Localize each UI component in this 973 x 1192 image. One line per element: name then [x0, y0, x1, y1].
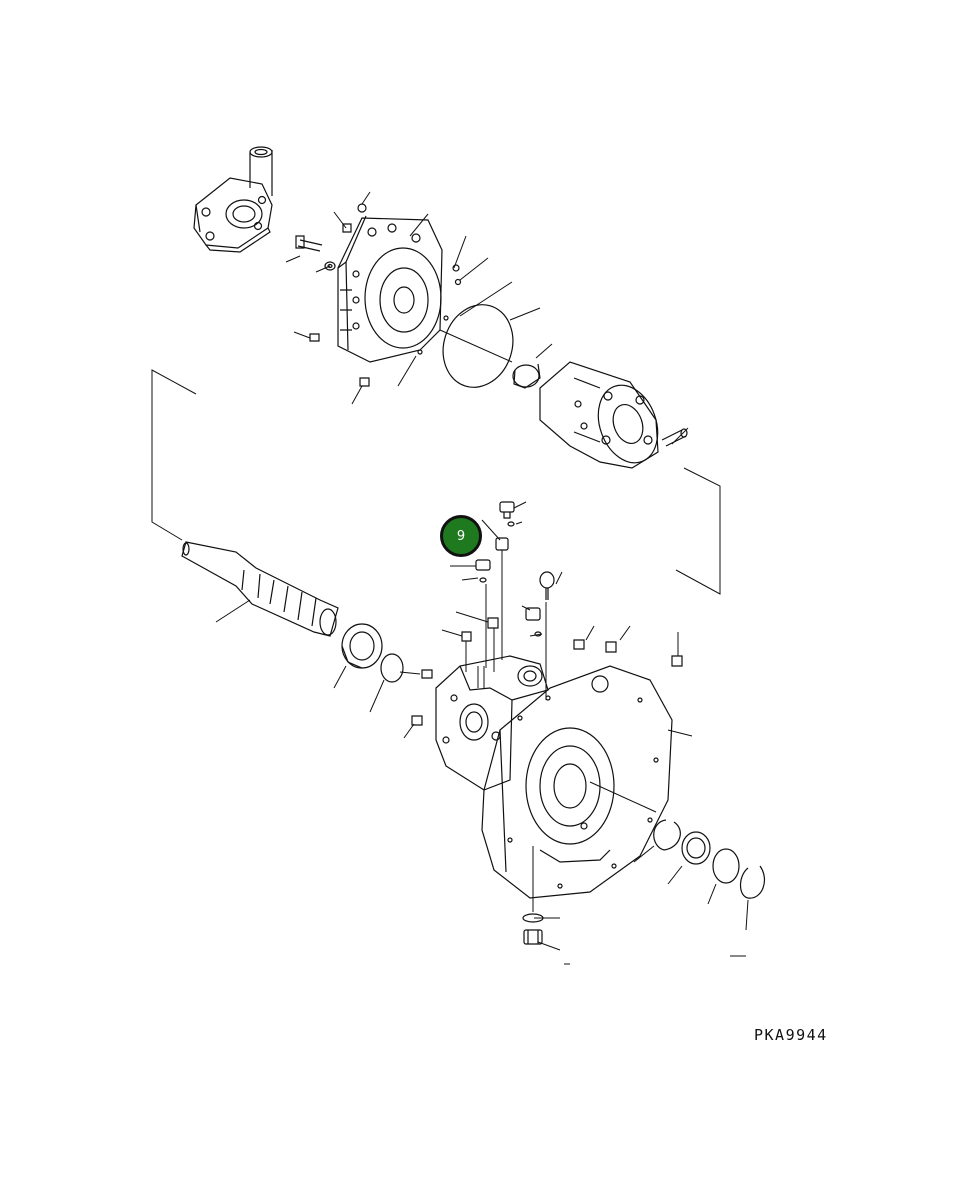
fittings-top — [412, 502, 682, 725]
pipe-flange — [194, 147, 272, 252]
drive-shaft — [182, 542, 338, 636]
bushing — [513, 364, 540, 388]
o-ring-gasket — [433, 296, 524, 397]
eye-bolt — [540, 572, 554, 700]
pump-housing — [436, 656, 548, 790]
snap-ring-left — [381, 654, 403, 682]
bolts-upper — [296, 204, 461, 386]
flywheel-housing — [482, 666, 672, 898]
seal-and-rings-right — [654, 820, 765, 898]
drawing-code-label: PKA9944 — [754, 1026, 828, 1044]
assembly-lines — [152, 330, 720, 594]
bearing — [342, 624, 382, 668]
callout-9-button[interactable]: 9 — [440, 515, 482, 557]
pin — [662, 429, 687, 446]
leader-lines — [216, 192, 748, 964]
cylinder-block — [540, 362, 668, 471]
end-cover-block — [338, 216, 442, 362]
